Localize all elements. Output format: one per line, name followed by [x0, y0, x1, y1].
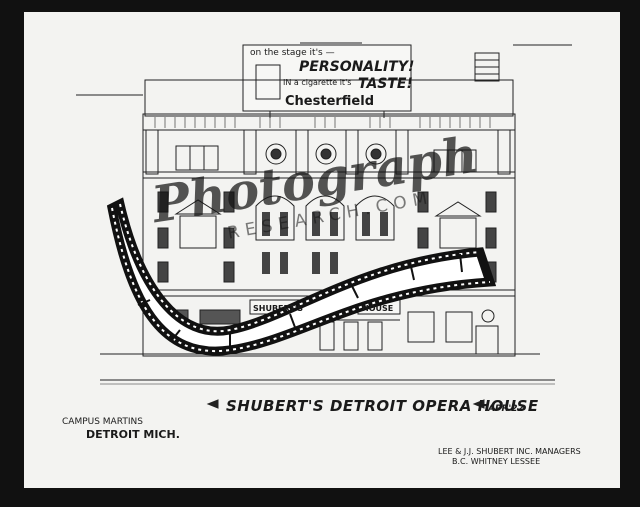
billboard-line-1: on the stage it's —: [250, 48, 335, 58]
billboard-panel: [242, 44, 412, 112]
arched-window: [355, 195, 395, 241]
round-window: [265, 143, 287, 165]
billboard-line-3: IN a cigarette it's: [283, 78, 352, 87]
location-line-1: CAMPUS MARTINS: [62, 417, 143, 427]
round-window: [315, 143, 337, 165]
managers-line-1: LEE & J.J. SHUBERT INC. MANAGERS: [438, 447, 581, 456]
location-line-2: DETROIT MICH.: [86, 428, 180, 441]
billboard-brand: Chesterfield: [285, 94, 375, 109]
arched-window: [255, 195, 295, 241]
round-window: [365, 143, 387, 165]
drawing-caption: SHUBERT'S DETROIT OPERA HOUSE: [226, 397, 539, 415]
billboard-line-2: PERSONALITY!: [299, 59, 415, 75]
billboard-line-4: TASTE!: [358, 76, 413, 92]
date-mark: APR'22: [488, 404, 524, 414]
managers-line-2: B.C. WHITNEY LESSEE: [452, 457, 541, 466]
marquee-sign-right: HOUSE: [362, 304, 394, 313]
arched-window: [305, 195, 345, 241]
cigarette-pack-icon: [255, 64, 281, 100]
marquee-sign-left: SHUBERT'S: [253, 304, 303, 313]
building-facade: [142, 129, 516, 357]
